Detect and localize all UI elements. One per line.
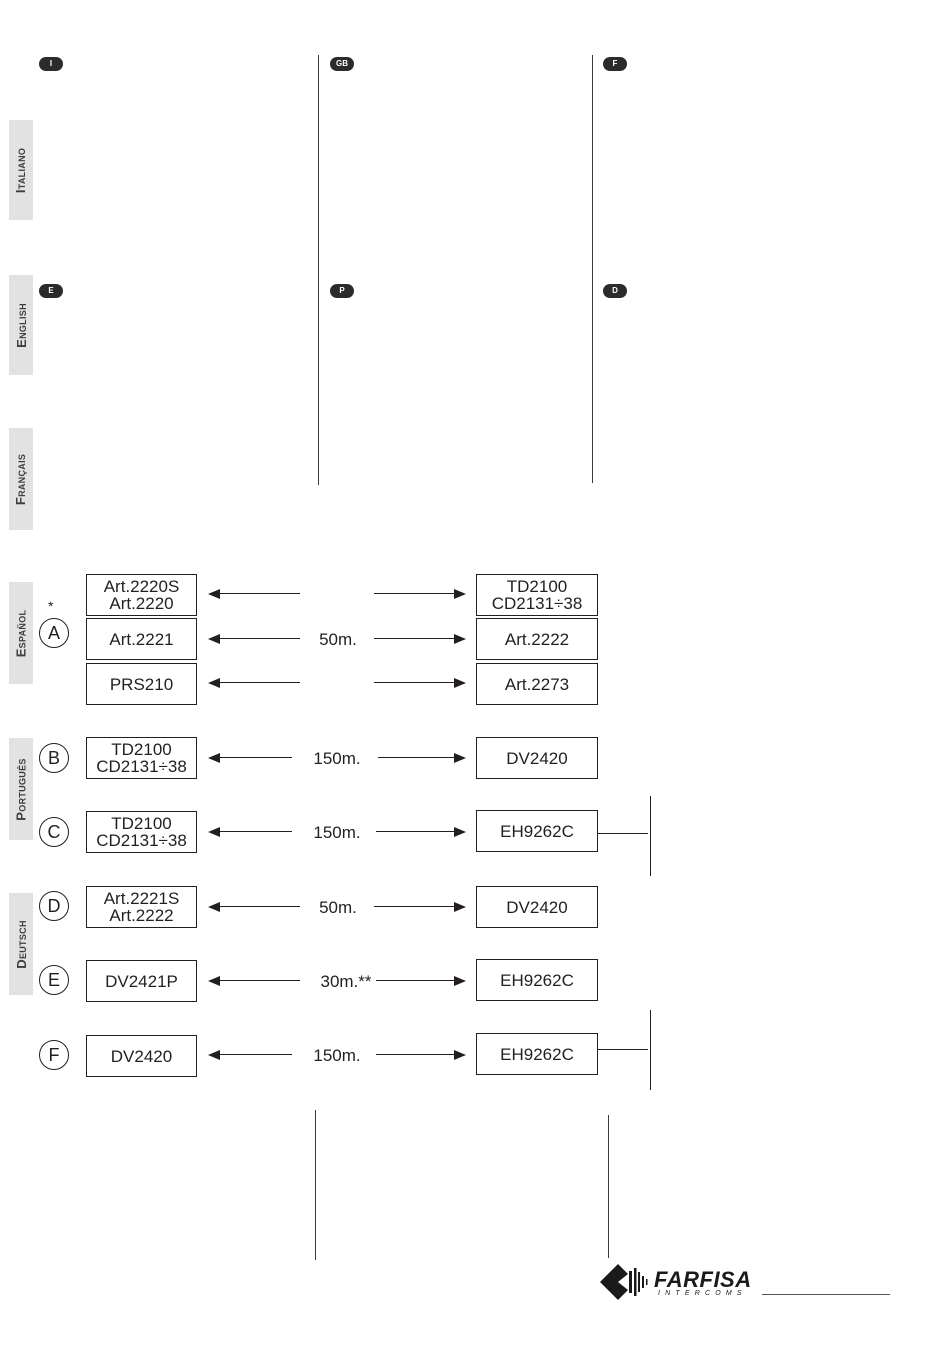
device-box-left: PRS210 xyxy=(86,663,197,705)
device-code: Art.2220S xyxy=(103,577,180,596)
device-code: TD2100 xyxy=(111,740,172,759)
device-code: Art.2222 xyxy=(504,629,570,649)
device-box-left: Art.2220S Art.2220 xyxy=(86,574,197,616)
language-tab-deutsch[interactable]: Deutsch xyxy=(9,893,33,995)
device-code: TD2100 xyxy=(111,814,172,833)
farfisa-logo-icon xyxy=(600,1264,648,1300)
device-code: CD2131÷38 xyxy=(491,594,583,613)
distance-label: 150m. xyxy=(313,749,361,768)
device-box-left: TD2100 CD2131÷38 xyxy=(86,737,197,779)
device-box-right: DV2420 xyxy=(476,737,598,779)
arrow-left xyxy=(208,976,300,986)
arrow-right xyxy=(374,634,466,644)
row-label-a: A xyxy=(39,618,69,648)
language-tab-label: Français xyxy=(13,453,29,505)
distance-label: 30m.** xyxy=(320,972,372,991)
device-code: DV2420 xyxy=(110,1046,173,1066)
brand-subtitle: INTERCOMS xyxy=(658,1290,747,1297)
language-badge-espanol: E xyxy=(39,284,63,298)
arrow-right xyxy=(378,753,466,763)
language-tab-italiano[interactable]: Italiano xyxy=(9,120,33,220)
arrow-right xyxy=(374,902,466,912)
column-divider-bottom-2 xyxy=(608,1115,609,1258)
device-code: CD2131÷38 xyxy=(96,757,187,776)
row-label-e: E xyxy=(39,965,69,995)
arrow-left xyxy=(208,753,292,763)
device-code: DV2420 xyxy=(506,748,568,768)
language-badge-deutsch: D xyxy=(603,284,627,298)
device-code: Art.2221S xyxy=(103,889,180,908)
row-label-d: D xyxy=(39,891,69,921)
language-tab-portugues[interactable]: Português xyxy=(9,738,33,840)
brand-name: FARFISA xyxy=(654,1267,752,1292)
device-code: Art.2222 xyxy=(109,906,174,925)
connector-bar xyxy=(650,796,651,876)
device-box-left: Art.2221S Art.2222 xyxy=(86,886,197,928)
language-tab-espanol[interactable]: Español xyxy=(9,582,33,684)
column-divider-bottom-1 xyxy=(315,1110,316,1260)
arrow-left xyxy=(208,827,292,837)
device-box-right: EH9262C xyxy=(476,1033,598,1075)
arrow-right xyxy=(376,976,466,986)
device-box-right: Art.2222 xyxy=(476,618,598,660)
language-tab-label: Italiano xyxy=(13,147,29,193)
device-box-right: TD2100 CD2131÷38 xyxy=(476,574,598,616)
language-tab-label: Español xyxy=(13,609,29,657)
device-code: EH9262C xyxy=(500,821,574,841)
row-label-f: F xyxy=(39,1040,69,1070)
device-box-right: Art.2273 xyxy=(476,663,598,705)
device-box-right: EH9262C xyxy=(476,810,598,852)
device-code: CD2131÷38 xyxy=(96,831,187,850)
connector-bar xyxy=(650,1010,651,1090)
arrow-right xyxy=(374,678,466,688)
connector-line xyxy=(598,1049,648,1050)
device-box-left: DV2420 xyxy=(86,1035,197,1077)
device-code: Art.2273 xyxy=(504,674,570,694)
device-code: Art.2220 xyxy=(109,594,174,613)
arrow-right xyxy=(374,589,466,599)
device-code: Art.2221 xyxy=(109,629,174,649)
row-label-b: B xyxy=(39,743,69,773)
column-divider-top-2 xyxy=(592,55,593,483)
device-box-left: DV2421P xyxy=(86,960,197,1002)
arrow-left xyxy=(208,902,300,912)
distance-label: 50m. xyxy=(319,630,357,649)
distance-label: 50m. xyxy=(319,898,357,917)
language-badge-english: GB xyxy=(330,57,354,71)
device-box-right: EH9262C xyxy=(476,959,598,1001)
device-code: PRS210 xyxy=(109,674,174,694)
column-divider-top-1 xyxy=(318,55,319,485)
arrow-left xyxy=(208,589,300,599)
footer-rule xyxy=(762,1294,890,1295)
language-tab-label: Português xyxy=(13,757,29,821)
device-code: DV2421P xyxy=(105,971,178,991)
language-badge-italiano: I xyxy=(39,57,63,71)
device-code: EH9262C xyxy=(500,970,574,990)
language-tab-label: English xyxy=(13,302,29,348)
language-tab-label: Deutsch xyxy=(13,919,29,969)
language-tab-francais[interactable]: Français xyxy=(9,428,33,530)
connector-line xyxy=(598,833,648,834)
arrow-left xyxy=(208,678,300,688)
distance-label: 150m. xyxy=(313,1046,361,1065)
row-label-c: C xyxy=(39,817,69,847)
device-code: TD2100 xyxy=(506,577,568,596)
arrow-right xyxy=(376,1050,466,1060)
distance-label: 150m. xyxy=(313,823,361,842)
language-tab-english[interactable]: English xyxy=(9,275,33,375)
arrow-left xyxy=(208,1050,292,1060)
device-box-left: Art.2221 xyxy=(86,618,197,660)
device-code: EH9262C xyxy=(500,1044,574,1064)
language-badge-francais: F xyxy=(603,57,627,71)
footnote-asterisk: * xyxy=(48,598,54,614)
language-badge-portugues: P xyxy=(330,284,354,298)
device-box-left: TD2100 CD2131÷38 xyxy=(86,811,197,853)
arrow-right xyxy=(376,827,466,837)
device-code: DV2420 xyxy=(506,897,568,917)
device-box-right: DV2420 xyxy=(476,886,598,928)
arrow-left xyxy=(208,634,300,644)
